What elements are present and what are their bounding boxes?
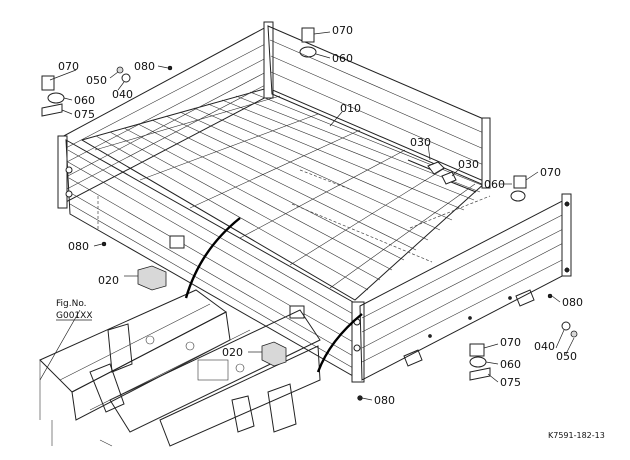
left-side-panel bbox=[65, 139, 365, 383]
washer-040-b bbox=[561, 321, 571, 331]
label-070-top: 070 bbox=[332, 24, 353, 37]
label-060-bottom: 060 bbox=[500, 358, 521, 371]
rubber-block-020-b bbox=[261, 341, 287, 367]
label-040-right: 040 bbox=[534, 340, 555, 353]
washer-040-a bbox=[121, 73, 131, 83]
label-060-left: 060 bbox=[74, 94, 95, 107]
bolt-030-a bbox=[407, 159, 445, 175]
label-060-top: 060 bbox=[332, 52, 353, 65]
label-050-left: 050 bbox=[86, 74, 107, 87]
tailgate bbox=[359, 193, 572, 381]
nut-050-a bbox=[116, 66, 124, 74]
bolt-030-b bbox=[441, 171, 477, 193]
floor-slats bbox=[94, 91, 485, 291]
drawing-code: K7591-182-13 bbox=[548, 431, 605, 440]
mount-line-right bbox=[316, 313, 363, 373]
label-075-left: 075 bbox=[74, 108, 95, 121]
label-070-left: 070 bbox=[58, 60, 79, 73]
label-010: 010 bbox=[340, 102, 361, 115]
part-labels: 070 060 010 070 060 075 050 040 080 030 … bbox=[58, 24, 583, 407]
label-080-left: 080 bbox=[68, 240, 89, 253]
latch-assembly-top bbox=[299, 27, 317, 58]
label-030-a: 030 bbox=[410, 136, 431, 149]
label-020-left: 020 bbox=[98, 274, 119, 287]
label-080-bottom: 080 bbox=[374, 394, 395, 407]
label-070-right: 070 bbox=[540, 166, 561, 179]
latch-assembly-right-top bbox=[510, 175, 527, 202]
fig-no-value: G001XX bbox=[56, 311, 92, 321]
label-040-left: 040 bbox=[112, 88, 133, 101]
label-075-bottom: 075 bbox=[500, 376, 521, 389]
bolt-080-d bbox=[357, 395, 363, 401]
bolt-080-b bbox=[101, 241, 107, 247]
latch-assembly-left bbox=[41, 75, 65, 117]
bolt-080-c bbox=[547, 293, 553, 299]
mount-line-left bbox=[184, 217, 241, 299]
figure-reference: Fig.No. G001XX bbox=[56, 299, 92, 321]
label-060-right: 060 bbox=[484, 178, 505, 191]
label-020-bottom: 020 bbox=[222, 346, 243, 359]
label-030-b: 030 bbox=[458, 158, 479, 171]
leader-lines bbox=[39, 31, 575, 401]
label-080-top: 080 bbox=[134, 60, 155, 73]
label-080-right: 080 bbox=[562, 296, 583, 309]
label-050-right: 050 bbox=[556, 350, 577, 363]
bolt-080-a bbox=[167, 65, 173, 71]
cargo-bed bbox=[57, 21, 572, 383]
front-panel bbox=[57, 21, 274, 209]
fig-no-label: Fig.No. bbox=[56, 299, 87, 309]
chassis-frame bbox=[39, 289, 321, 447]
rubber-block-020-a bbox=[137, 265, 167, 291]
nut-050-b bbox=[570, 330, 578, 338]
label-070-bottom: 070 bbox=[500, 336, 521, 349]
